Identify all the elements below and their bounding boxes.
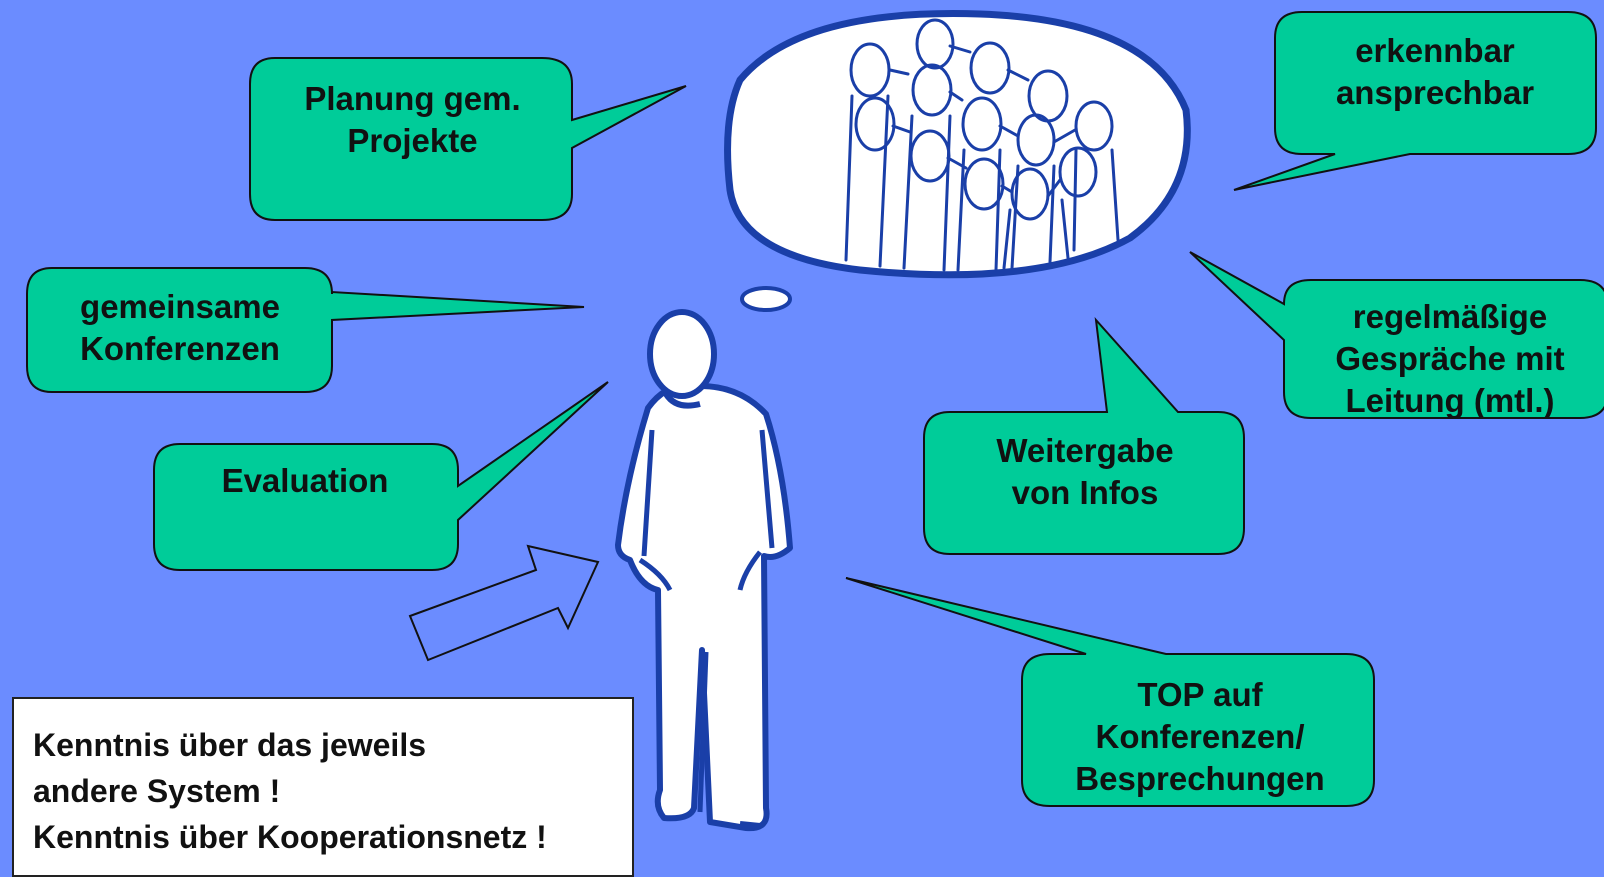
label-evaluation: Evaluation: [221, 462, 389, 499]
info-box-text: Kenntnis über das jeweils andere System …: [33, 727, 547, 855]
bubble-erkennbar: [1233, 11, 1597, 191]
bubble-top: [845, 577, 1375, 807]
bubble-evaluation: [153, 381, 609, 571]
bubble-regelmaessige: [1189, 251, 1604, 419]
label-gemeinsame: gemeinsame Konferenzen: [80, 288, 280, 367]
thought-cloud: [724, 10, 1191, 312]
crowd-icon: [844, 18, 1120, 272]
label-planung: Planung gem. Projekte: [304, 80, 521, 159]
arrow-shape: [408, 544, 600, 662]
label-weitergabe: Weitergabe von Infos: [996, 432, 1174, 511]
label-regelmaessige: regelmäßige Gespräche mit Leitung (mtl.): [1335, 298, 1565, 419]
person-figure: [615, 309, 793, 832]
bubble-gemeinsame: [26, 267, 585, 393]
label-top: TOP auf Konferenzen/ Besprechungen: [1075, 676, 1325, 797]
label-erkennbar: erkennbar ansprechbar: [1335, 32, 1535, 111]
bubble-weitergabe: [923, 316, 1245, 555]
bubble-planung: [249, 57, 687, 221]
